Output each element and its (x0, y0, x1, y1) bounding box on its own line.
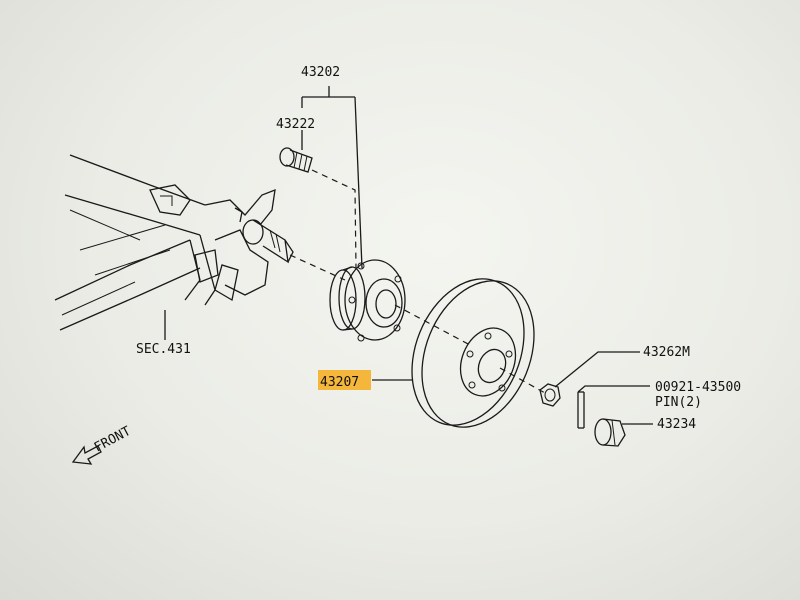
rotor-part (411, 278, 535, 428)
label-pin-qty: PIN(2) (655, 395, 702, 410)
label-section-ref: SEC.431 (136, 342, 191, 357)
hub-bolt-part (279, 147, 313, 173)
front-direction: FRONT (71, 424, 134, 465)
assembly-axis (289, 169, 546, 394)
hub-assembly-part (329, 259, 406, 342)
front-arrow-icon (71, 445, 102, 465)
label-hub-assembly: 43202 (301, 65, 340, 80)
suspension-arm (54, 154, 216, 331)
label-cap: 43234 (657, 417, 696, 432)
hub-nut-part (539, 383, 561, 407)
rotor-label-highlight (318, 370, 371, 390)
cap-part (594, 418, 626, 447)
label-pin-part: 00921-43500 (655, 380, 741, 395)
label-hub-bolt: 43222 (276, 117, 315, 132)
knuckle (194, 188, 294, 302)
leader-lines (164, 86, 653, 425)
label-hub-nut: 43262M (643, 345, 690, 360)
label-rotor: 43207 (320, 375, 359, 390)
label-front: FRONT (92, 424, 134, 456)
pin-part (577, 391, 585, 429)
